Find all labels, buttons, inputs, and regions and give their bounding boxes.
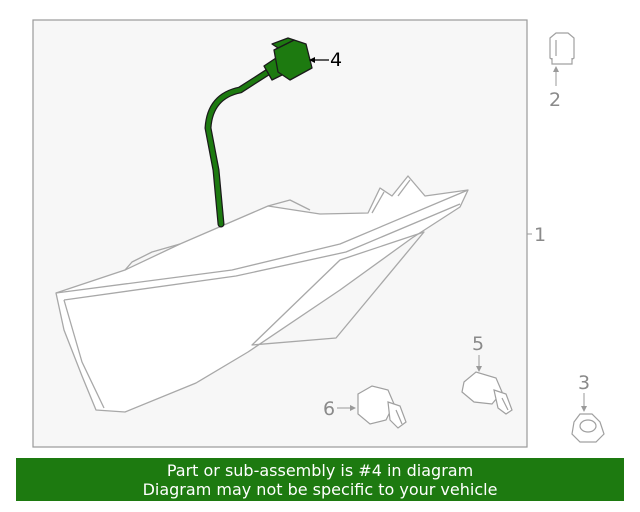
callout-5: 5	[472, 333, 484, 355]
callout-2: 2	[549, 89, 561, 111]
connector-plug	[263, 37, 313, 81]
bulb-socket-part-6	[357, 385, 407, 429]
callout-3: 3	[578, 372, 590, 394]
callout-1: 1	[534, 224, 546, 246]
bulb-socket-part-5	[461, 371, 513, 415]
nut-part-2	[549, 32, 575, 65]
callout-6: 6	[323, 398, 335, 420]
info-banner: Part or sub-assembly is #4 in diagram Di…	[16, 458, 624, 501]
parts-diagram: 1 4 2 3 5	[32, 19, 605, 448]
banner-line-1: Part or sub-assembly is #4 in diagram	[166, 461, 474, 480]
tail-lamp-housing	[55, 175, 469, 413]
callout-4: 4	[330, 49, 342, 71]
banner-line-2: Diagram may not be specific to your vehi…	[142, 480, 498, 499]
cap-nut-part-3	[571, 413, 605, 443]
wiring-harness	[204, 37, 329, 228]
